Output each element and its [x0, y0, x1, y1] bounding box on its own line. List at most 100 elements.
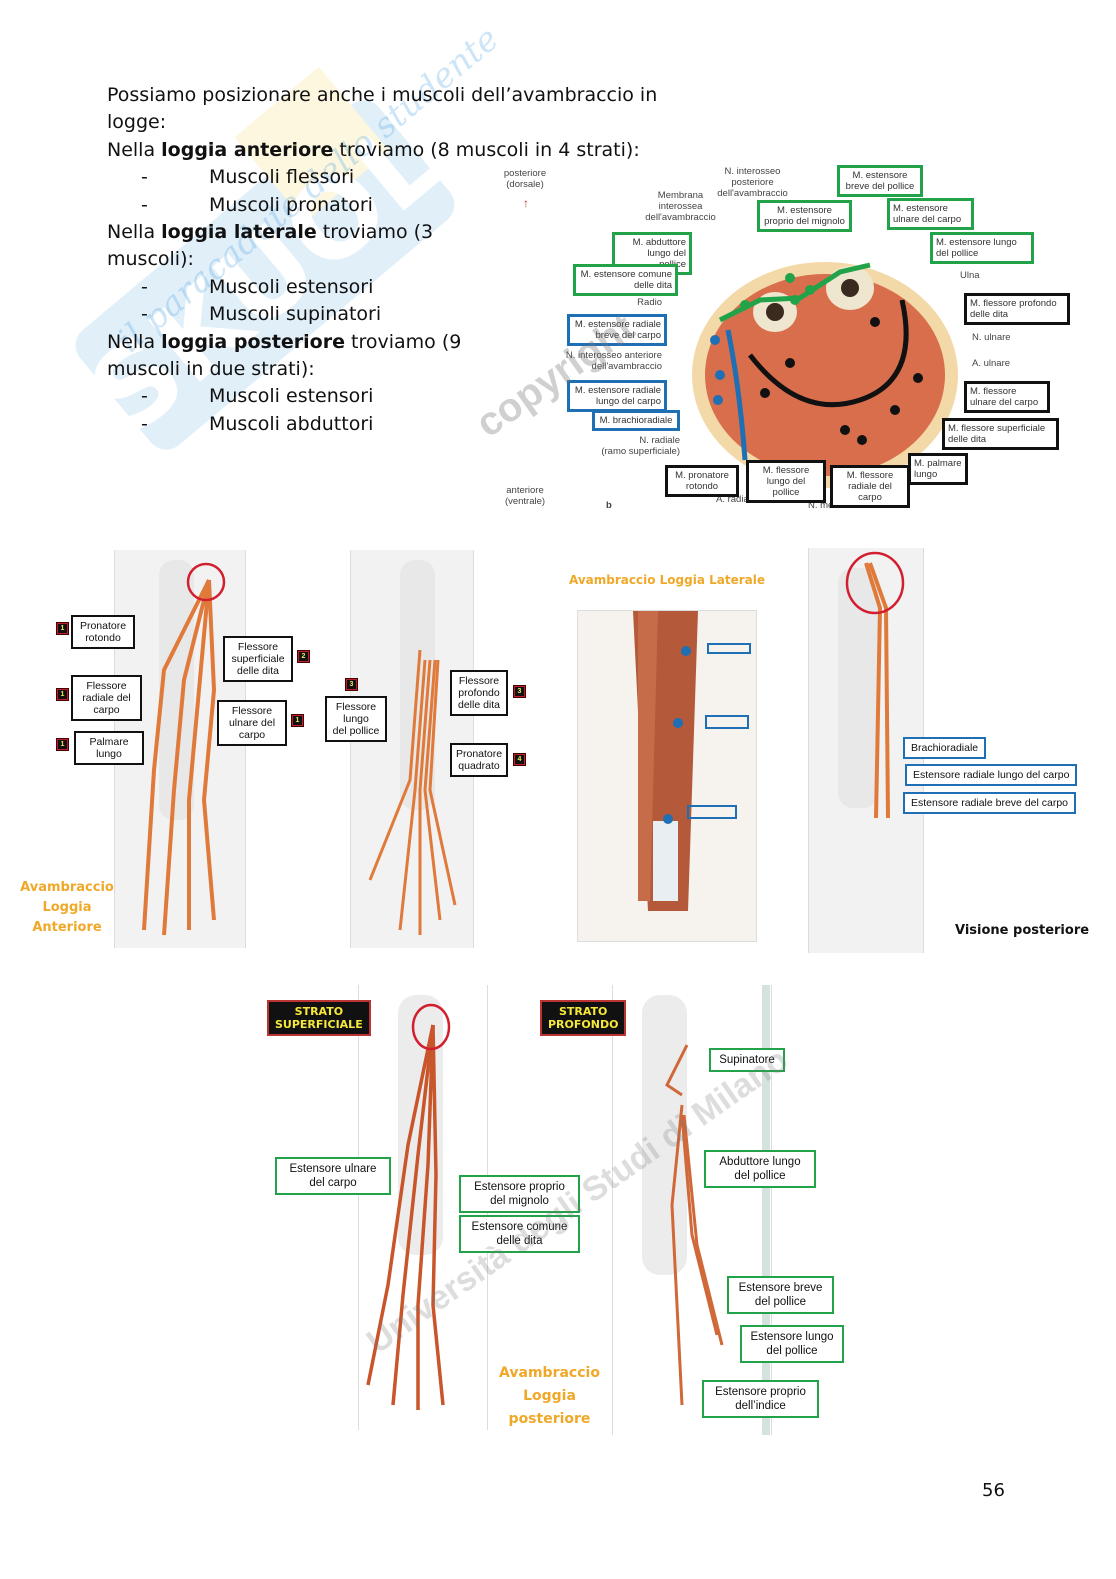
black-line — [748, 299, 909, 408]
label-brachioradiale: M. brachioradiale — [592, 410, 680, 431]
list-item: - Muscoli supinatori — [107, 301, 707, 328]
muscle-strands — [368, 649, 457, 935]
bullet: - — [141, 303, 148, 326]
label-estensore-comune-dita: Estensore comune delle dita — [459, 1215, 580, 1253]
label-estensore-lungo-pollice: M. estensore lungo del pollice — [930, 232, 1034, 264]
label-estensore-lungo-pollice: Estensore lungo del pollice — [740, 1325, 844, 1363]
list-item: -Muscoli estensori — [107, 383, 707, 410]
label-n-interosseo-anteriore: N. interosseo anteriore dell'avambraccio — [565, 350, 662, 372]
tendon-area — [653, 821, 678, 901]
posterior-bold: loggia posteriore — [161, 330, 345, 353]
posterior-prefix: Nella — [107, 330, 162, 353]
muscle-strands — [864, 562, 890, 819]
label-estensore-comune-dita: M. estensore comune delle dita — [573, 264, 678, 296]
bullet: - — [141, 166, 148, 189]
list-item: - Muscoli flessori — [107, 164, 707, 191]
blue-dots — [710, 335, 725, 405]
badge-number: 1 — [58, 690, 67, 699]
label-n-ulnare: N. ulnare — [972, 332, 1011, 343]
lateral-prefix: Nella — [107, 221, 162, 244]
badge-number: 1 — [58, 740, 67, 749]
label-flessore-profondo-dita: M. flessore profondo delle dita — [964, 293, 1070, 325]
badge-number: 1 — [293, 716, 302, 725]
lateral-suffix: troviamo (3 — [316, 221, 434, 244]
highlight-circle — [186, 562, 226, 602]
label-estensore-breve-pollice: M. estensore breve del pollice — [837, 165, 923, 197]
label-estensore-radiale-breve-carpo: Estensore radiale breve del carpo — [903, 792, 1077, 814]
label-flessore-lungo-pollice: M. flessore lungo del pollice — [746, 460, 826, 503]
label-estensore-ulnare-carpo: Estensore ulnare del carpo — [275, 1157, 391, 1195]
bullet: - — [141, 193, 148, 216]
label-brachioradiale: Brachioradiale — [903, 737, 987, 759]
list-item-text: Muscoli supinatori — [209, 303, 382, 326]
ulna-marrow — [841, 279, 859, 297]
list-item: - Muscoli pronatori — [107, 192, 707, 219]
posterior-heading: Nella loggia posteriore troviamo (9 — [107, 329, 707, 356]
posterior-suffix: troviamo (9 — [345, 330, 462, 353]
label-flessore-lungo-pollice: Flessore lungo del pollice — [325, 696, 387, 742]
lateral-suffix2: muscoli): — [107, 248, 194, 271]
badge: 4 — [513, 753, 526, 766]
list-item: -Muscoli estensori — [107, 274, 707, 301]
label-flessore-profondo-dita: Flessore profondo delle dita — [450, 670, 508, 716]
badge: 3 — [513, 685, 526, 698]
lateral-fig-panel — [577, 610, 757, 942]
posterior-deep-drawing — [642, 985, 770, 1435]
anterior-fig2-drawing — [368, 560, 457, 935]
lateral-heading: Nella loggia laterale troviamo (3 — [107, 219, 707, 246]
intro-text: Possiamo posizionare anche i muscoli del… — [107, 82, 707, 438]
panel-edge — [762, 985, 770, 1435]
label-pronatore-quadrato: Pronatore quadrato — [450, 743, 508, 777]
badge-number: 3 — [515, 687, 524, 696]
label-pronatore-rotondo: M. pronatore rotondo — [665, 465, 739, 497]
muscle-strands — [665, 1044, 724, 1406]
badge: 1 — [291, 714, 304, 727]
label-estensore-breve-pollice: Estensore breve del pollice — [727, 1276, 834, 1314]
muscle-strands — [366, 1024, 445, 1410]
cross-section-drawing — [692, 262, 958, 488]
label-a-radiale: A. radiale — [716, 494, 757, 505]
black-dots — [760, 317, 923, 445]
badge: 2 — [297, 650, 310, 663]
list-item-text: Muscoli flessori — [209, 166, 355, 189]
label-a-ulnare: A. ulnare — [972, 358, 1011, 369]
label-estensore-radiale-breve-carpo: M. estensore radiale breve del carpo — [567, 314, 667, 346]
label-estensore-proprio-mignolo: M. estensore proprio del mignolo — [757, 200, 852, 232]
label-ulna: Ulna — [960, 270, 980, 281]
highlight-circle — [845, 551, 905, 615]
badge-number: 4 — [515, 755, 524, 764]
label-estensore-ulnare-carpo: M. estensore ulnare del carpo — [887, 198, 974, 230]
anterior-fig1-drawing — [142, 560, 226, 936]
badge-number: 1 — [58, 624, 67, 633]
list-item-text: Muscoli estensori — [209, 385, 374, 408]
bone-shape — [838, 568, 878, 808]
label-n-interosseo-posteriore: N. interosseo posteriore dell'avambracci… — [717, 166, 788, 199]
highlight-circle — [411, 1003, 451, 1051]
label-flessore-superficiale-dita: M. flessore superficiale delle dita — [942, 418, 1059, 450]
label-supinatore: Supinatore — [709, 1048, 785, 1072]
label-estensore-proprio-indice: Estensore proprio dell’indice — [702, 1380, 819, 1418]
label-flessore-radiale-carpo: M. flessore radiale del carpo — [830, 465, 910, 508]
orientation-bottom: anteriore (ventrale) — [504, 485, 546, 507]
label-radio: Radio — [637, 297, 662, 308]
caption-visione-posteriore: Visione posteriore — [955, 923, 1090, 938]
lateral-fig-drawing — [633, 611, 751, 911]
label-estensore-proprio-mignolo: Estensore proprio del mignolo — [459, 1175, 580, 1213]
list-item: -Muscoli abduttori — [107, 411, 707, 438]
blue-line — [725, 329, 748, 461]
lateral-bold: loggia laterale — [161, 221, 317, 244]
posterior-superficial-drawing — [366, 995, 451, 1410]
badge: 1 — [56, 688, 69, 701]
label-palmare-lungo: M. palmare lungo — [908, 453, 968, 485]
anterior-bold: loggia anteriore — [161, 138, 334, 161]
badge: 1 — [56, 738, 69, 751]
label-flessore-ulnare-carpo: Flessore ulnare del carpo — [217, 700, 287, 746]
list-item-text: Muscoli abduttori — [209, 412, 374, 435]
radius-marrow — [766, 303, 784, 321]
list-item-text: Muscoli pronatori — [209, 193, 373, 216]
label-pronatore-rotondo: Pronatore rotondo — [71, 615, 135, 649]
cross-section-figure: posteriore (dorsale) ↑ anteriore (ventra… — [490, 160, 1080, 520]
blue-marker-boxes — [687, 643, 751, 819]
anterior-heading: Nella loggia anteriore troviamo (8 musco… — [107, 137, 707, 164]
green-dots — [740, 273, 815, 310]
